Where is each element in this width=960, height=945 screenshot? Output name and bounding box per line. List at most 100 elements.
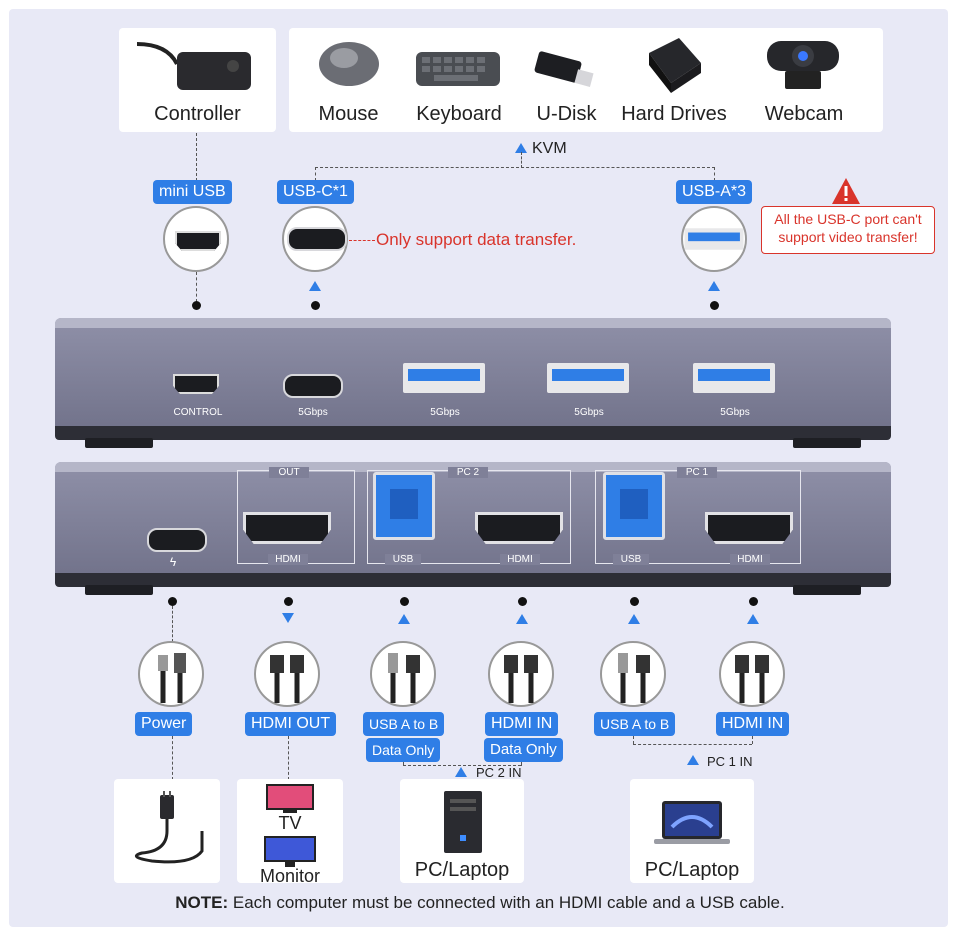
usb-c-note-line [349, 240, 375, 241]
pc2-label: PC 2 [448, 467, 488, 478]
pc1-join-line [633, 744, 752, 745]
power-port [147, 528, 207, 552]
kvm-line-vertical [521, 152, 522, 168]
pc1-hdmi-cable-circle [719, 641, 785, 707]
hub-foot [793, 438, 861, 448]
usb-a-port-1 [403, 363, 485, 393]
power-line [172, 606, 173, 642]
hdmi-out-pill: HDMI OUT [245, 712, 337, 736]
hub-front-top [55, 318, 891, 328]
mini-usb-port-icon [175, 231, 221, 251]
usb-a-arrow [708, 281, 720, 291]
pc2-usb-label: USB [385, 554, 421, 565]
pc2-usb-cable-circle [370, 641, 436, 707]
usb-a-to-b-cable-icon [388, 653, 420, 703]
usb-c-dot [311, 301, 320, 310]
hub-front-bottom [55, 426, 891, 440]
pc2-hdmi-data-only-pill: Data Only [484, 738, 563, 762]
pc2-hdmi-cable-circle [488, 641, 554, 707]
hard-drives-image [649, 38, 701, 93]
pc2-device-card: PC/Laptop [400, 779, 524, 883]
pc1-hdmi-arrow [747, 614, 759, 624]
controller-line [196, 133, 197, 181]
power-dot [168, 597, 177, 606]
keyboard-label: Keyboard [416, 103, 502, 125]
kvm-line-horizontal [315, 167, 715, 168]
pc1-hdmi-label: HDMI [730, 554, 770, 565]
pc2-hdmi-arrow [516, 614, 528, 624]
note: NOTE: Each computer must be connected wi… [0, 893, 960, 913]
pc2-device-label: PC/Laptop [414, 859, 510, 881]
usb-a-port-3 [693, 363, 775, 393]
usb-c-port-icon [287, 227, 347, 251]
usb-a-pill: USB-A*3 [676, 180, 753, 204]
usb-c-arrow [309, 281, 321, 291]
pc1-hdmi-in-pill: HDMI IN [716, 712, 790, 736]
warning-icon [832, 178, 860, 204]
power-port-symbol: ϟ [169, 555, 177, 569]
usb-a-port-circle [681, 206, 747, 272]
peripherals-card: Mouse Keyboard U-Disk Hard Drives Webcam [289, 28, 883, 132]
pc2-usb-a-to-b-pill: USB A to B [363, 712, 445, 736]
pc1-device-card: PC/Laptop [630, 779, 754, 883]
control-port-label: CONTROL [173, 407, 223, 418]
pc2-usb-down-line [403, 762, 404, 766]
pc1-usb-label: USB [613, 554, 649, 565]
pc2-hdmi-port [475, 512, 563, 544]
power-pill: Power [135, 712, 193, 736]
udisk-image [534, 51, 594, 87]
control-port [173, 374, 219, 394]
pc2-usb-arrow [398, 614, 410, 624]
power-adapter-image [134, 791, 204, 864]
hdmi-out-dot [284, 597, 293, 606]
monitor-label: Monitor [259, 866, 321, 886]
usb-a-to-b-cable-icon [618, 653, 650, 703]
keyboard-image [416, 52, 500, 86]
pc1-hdmi-port [705, 512, 793, 544]
hub-foot [85, 438, 153, 448]
usb-a-port-1-label: 5Gbps [430, 407, 460, 418]
hdmi-cable-icon [735, 655, 769, 703]
kvm-line-left [315, 167, 316, 181]
pc1-usb-arrow [628, 614, 640, 624]
hub-back-bottom [55, 573, 891, 587]
power-adapter-card [114, 779, 220, 883]
display-card: TV Monitor [237, 779, 343, 886]
pc1-in-label: PC 1 IN [707, 754, 753, 769]
power-cable-circle [138, 641, 204, 707]
note-bold: NOTE: [175, 893, 229, 912]
desktop-pc-icon [444, 791, 482, 853]
usb-c-note: Only support data transfer. [376, 230, 577, 249]
controller-label: Controller [154, 103, 241, 125]
usb-c-cable-icon [158, 653, 186, 703]
pc1-device-label: PC/Laptop [644, 859, 740, 881]
udisk-label: U-Disk [536, 103, 597, 125]
mini-usb-pill: mini USB [153, 180, 232, 204]
usb-c-port-circle [282, 206, 348, 272]
usb-a-port-3-label: 5Gbps [720, 407, 750, 418]
hdmi-out-arrow [282, 613, 294, 623]
pc2-usb-b-port [373, 472, 435, 540]
pc2-hdmi-dot [518, 597, 527, 606]
webcam-label: Webcam [764, 103, 844, 125]
hdmi-out-cable-circle [254, 641, 320, 707]
pc2-hdmi-label: HDMI [500, 554, 540, 565]
pc2-usb-dot [400, 597, 409, 606]
hdmi-cable-icon [504, 655, 538, 703]
hdmi-out-port-label: HDMI [268, 554, 308, 565]
pc2-in-arrow [455, 767, 467, 777]
mini-usb-port-circle [163, 206, 229, 272]
hdmi-out-monitor-line [288, 736, 289, 780]
pc1-in-arrow [687, 755, 699, 765]
warning-box: All the USB-C port can't support video t… [761, 206, 935, 254]
hdmi-cable-icon [270, 655, 304, 703]
laptop-icon [654, 801, 730, 844]
note-text: Each computer must be connected with an … [228, 893, 785, 912]
mini-usb-line [196, 272, 197, 302]
pc2-hdmi-down-line [521, 762, 522, 766]
mini-usb-dot [192, 301, 201, 310]
power-adapter-line [172, 736, 173, 780]
hard-drives-label: Hard Drives [621, 103, 727, 125]
usb-c-port-label: 5Gbps [298, 407, 328, 418]
kvm-label: KVM [532, 140, 567, 157]
